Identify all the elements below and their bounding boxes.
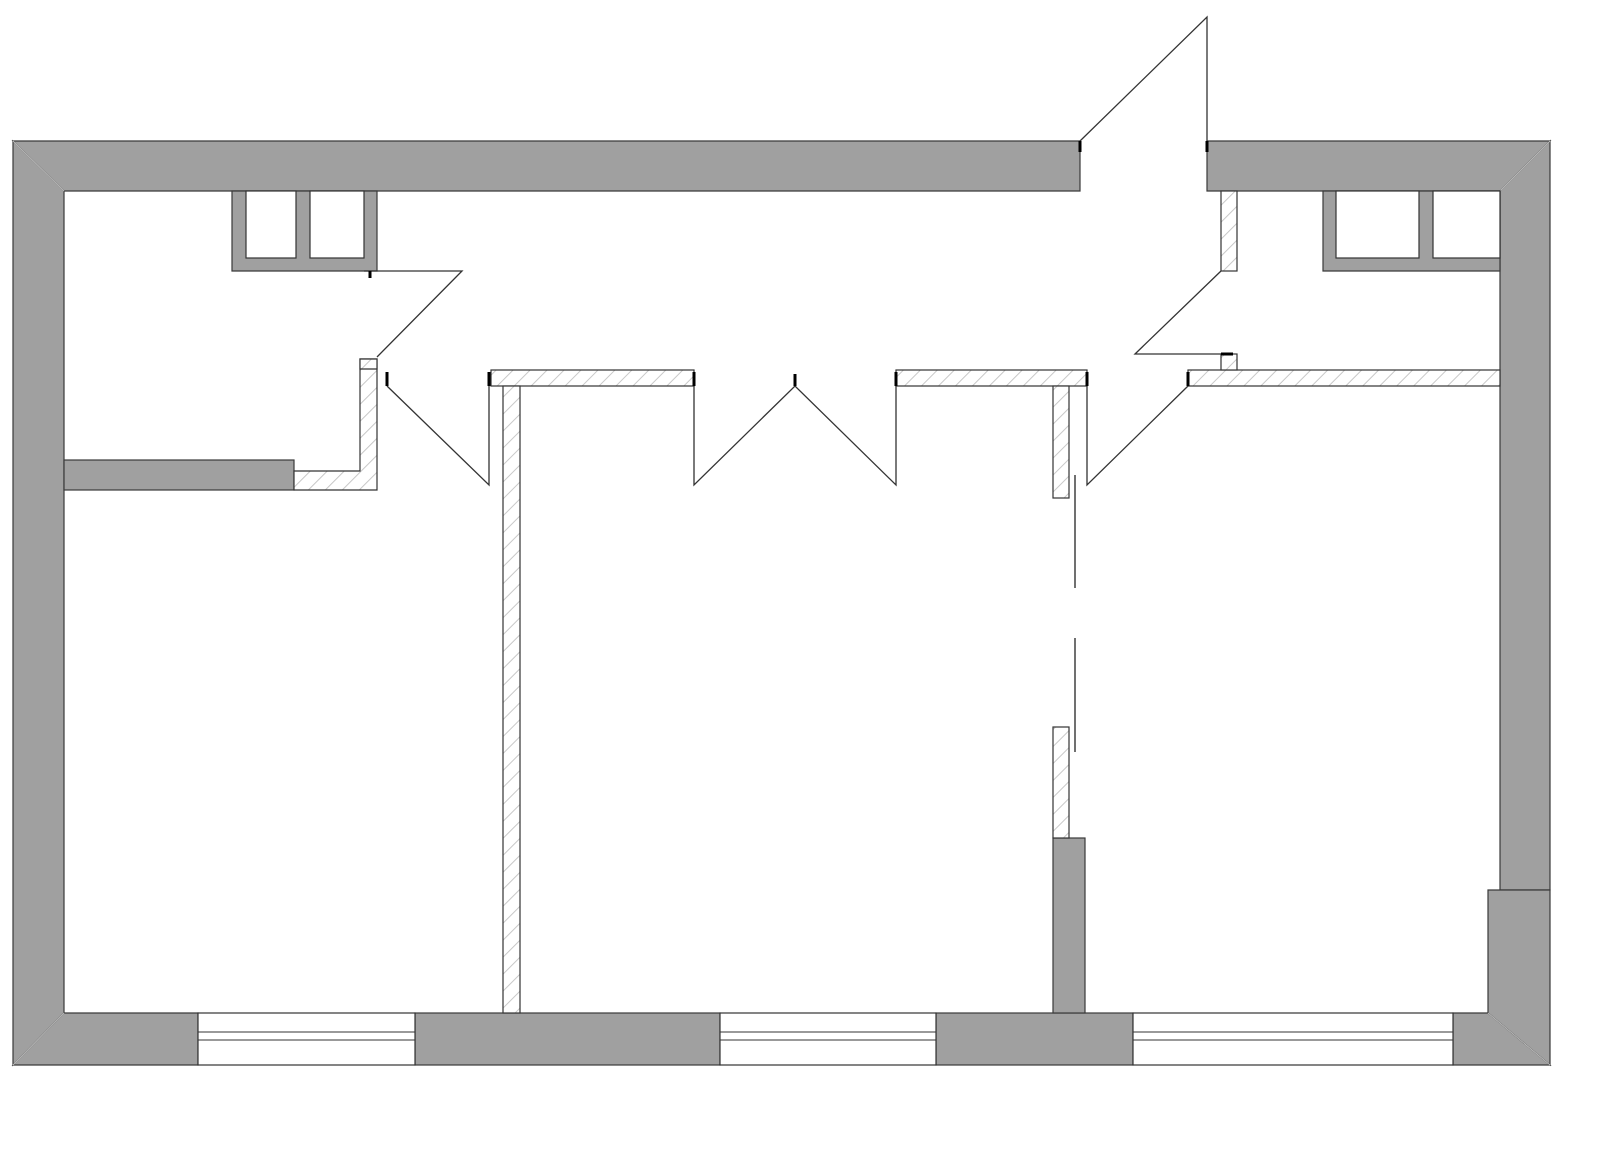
partition-entry <box>1220 190 1238 272</box>
bottom-wall-seg-3 <box>935 1012 1134 1066</box>
partition-bedroom-top-right <box>895 369 1088 387</box>
partition-bathroom-stub <box>359 358 378 370</box>
vent-shaft-1 <box>245 190 297 259</box>
bathroom-door <box>364 270 464 358</box>
right-wall-upper <box>1499 139 1551 891</box>
hall-door-left <box>385 372 491 487</box>
partition-between-rooms-lower <box>1052 726 1070 839</box>
left-wall <box>12 139 65 1067</box>
bottom-wall-seg-2 <box>414 1012 721 1066</box>
doors <box>364 15 1233 752</box>
window-left <box>197 1012 416 1066</box>
window-middle <box>719 1012 937 1066</box>
partition-room-top <box>1187 369 1501 387</box>
ventilation-shafts <box>231 190 1501 272</box>
closet-door <box>1133 270 1233 356</box>
partition-bedroom-left <box>502 385 521 1014</box>
interior-wall-bathroom <box>63 459 295 491</box>
partitions <box>293 190 1501 1014</box>
top-wall-right <box>1206 140 1552 192</box>
window-right <box>1132 1012 1454 1066</box>
vent-shaft-3 <box>1335 190 1420 259</box>
partition-bedroom-top-left <box>490 369 695 387</box>
entrance-door <box>1078 15 1209 152</box>
bedroom-double-door <box>692 372 898 487</box>
partition-between-rooms-upper <box>1052 385 1070 499</box>
windows <box>197 1012 1454 1066</box>
exterior-walls <box>11 139 1552 1067</box>
vent-shaft-4 <box>1432 190 1501 259</box>
partition-entry-stub <box>1220 353 1238 371</box>
vent-shaft-2 <box>309 190 365 259</box>
interior-wall-pier <box>1052 837 1086 1014</box>
top-wall-left <box>11 140 1081 192</box>
partition-bathroom-l <box>293 358 378 491</box>
room-door-right <box>1085 372 1190 487</box>
